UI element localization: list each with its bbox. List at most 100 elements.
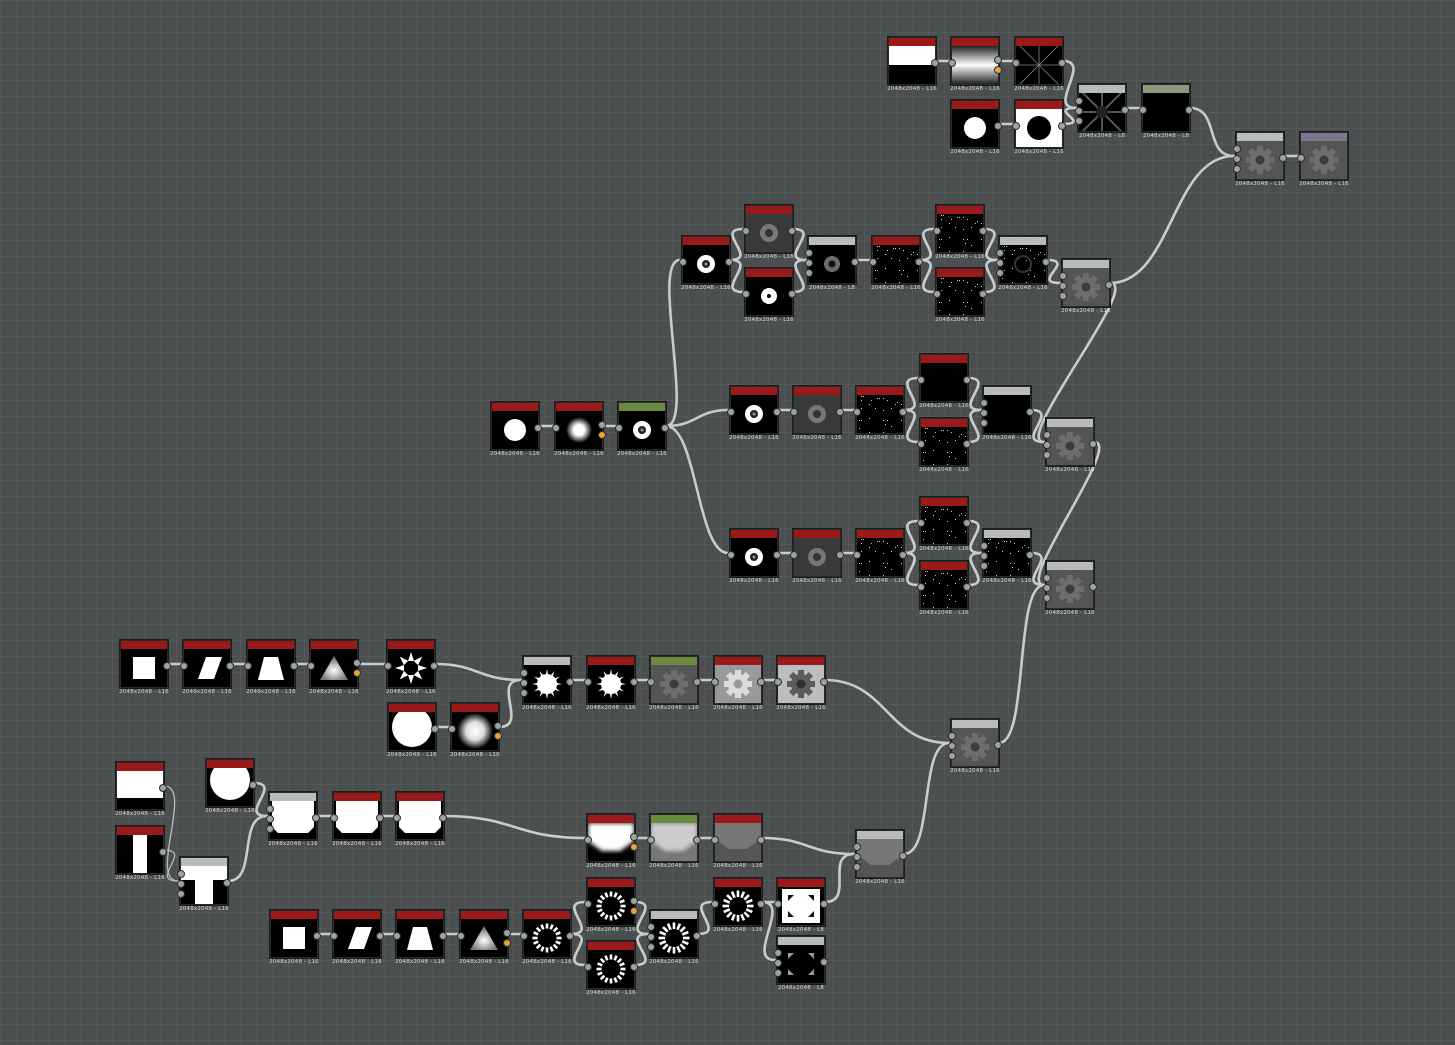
graph-node-n2[interactable]: 2048x2048 - L16 bbox=[948, 37, 1002, 92]
input-port[interactable] bbox=[933, 290, 941, 298]
graph-node-g5[interactable]: 2048x2048 - L16 bbox=[384, 640, 438, 695]
graph-node-b4[interactable]: 2048x2048 - L16 bbox=[177, 857, 231, 912]
output-port[interactable] bbox=[313, 932, 321, 940]
input-port[interactable] bbox=[917, 519, 925, 527]
output-port[interactable] bbox=[899, 408, 907, 416]
output-port-alt[interactable] bbox=[494, 732, 502, 740]
graph-node-c10[interactable]: 2048x2048 - L8 bbox=[774, 878, 828, 933]
node-header[interactable] bbox=[921, 562, 967, 570]
graph-node-g7[interactable]: 2048x2048 - L16 bbox=[448, 703, 502, 758]
node-header[interactable] bbox=[921, 419, 967, 427]
input-port[interactable] bbox=[980, 542, 988, 550]
node-header[interactable] bbox=[937, 269, 983, 277]
graph-node-n6[interactable]: 2048x2048 - L8 bbox=[1075, 84, 1129, 139]
graph-node-b2[interactable]: 2048x2048 - L16 bbox=[115, 826, 167, 881]
input-port[interactable] bbox=[1233, 155, 1241, 163]
node-header[interactable] bbox=[207, 760, 253, 768]
node-header[interactable] bbox=[270, 793, 316, 801]
input-port[interactable] bbox=[727, 408, 735, 416]
node-header[interactable] bbox=[397, 911, 443, 919]
input-port[interactable] bbox=[1233, 145, 1241, 153]
graph-node-m9[interactable]: 2048x2048 - L16 bbox=[980, 386, 1034, 441]
node-header[interactable] bbox=[731, 387, 777, 395]
input-port[interactable] bbox=[711, 900, 719, 908]
node-header[interactable] bbox=[588, 815, 634, 823]
input-port[interactable] bbox=[1059, 272, 1067, 280]
output-port[interactable] bbox=[223, 879, 231, 887]
graph-node-g12[interactable]: 2048x2048 - L16 bbox=[774, 656, 828, 711]
graph-node-r9[interactable]: 2048x2048 - L16 bbox=[1059, 259, 1113, 314]
output-port[interactable] bbox=[159, 784, 167, 792]
graph-node-c1[interactable]: 2048x2048 - L16 bbox=[269, 910, 321, 965]
input-port[interactable] bbox=[520, 669, 528, 677]
graph-node-c6[interactable]: 2048x2048 - L16 bbox=[584, 878, 638, 933]
input-port[interactable] bbox=[180, 662, 188, 670]
graph-node-g3[interactable]: 2048x2048 - L16 bbox=[244, 640, 298, 695]
input-port[interactable] bbox=[393, 932, 401, 940]
input-port[interactable] bbox=[330, 932, 338, 940]
input-port[interactable] bbox=[266, 825, 274, 833]
input-port[interactable] bbox=[584, 900, 592, 908]
graph-node-m10[interactable]: 2048x2048 - L16 bbox=[1043, 418, 1097, 473]
node-header[interactable] bbox=[397, 793, 443, 801]
input-port[interactable] bbox=[1139, 106, 1147, 114]
input-port[interactable] bbox=[790, 408, 798, 416]
output-port[interactable] bbox=[566, 678, 574, 686]
output-port[interactable] bbox=[598, 421, 606, 429]
node-header[interactable] bbox=[388, 641, 434, 649]
graph-node-r7[interactable]: 2048x2048 - L16 bbox=[933, 268, 987, 323]
graph-node-r2[interactable]: 2048x2048 - L16 bbox=[742, 205, 796, 260]
graph-node-b10[interactable]: 2048x2048 - L16 bbox=[711, 814, 765, 869]
input-port[interactable] bbox=[980, 552, 988, 560]
graph-node-c3[interactable]: 2048x2048 - L16 bbox=[393, 910, 447, 965]
output-port[interactable] bbox=[979, 227, 987, 235]
node-header[interactable] bbox=[389, 704, 435, 712]
node-header[interactable] bbox=[271, 911, 317, 919]
graph-node-b3[interactable]: 2048x2048 - L16 bbox=[205, 759, 257, 814]
input-port[interactable] bbox=[933, 227, 941, 235]
output-port[interactable] bbox=[226, 662, 234, 670]
node-header[interactable] bbox=[556, 403, 602, 411]
node-header[interactable] bbox=[1047, 419, 1093, 427]
input-port[interactable] bbox=[647, 943, 655, 951]
output-port[interactable] bbox=[963, 583, 971, 591]
input-port[interactable] bbox=[266, 805, 274, 813]
input-port[interactable] bbox=[1075, 97, 1083, 105]
node-header[interactable] bbox=[778, 657, 824, 665]
output-port[interactable] bbox=[630, 833, 638, 841]
output-port[interactable] bbox=[1058, 122, 1066, 130]
input-port[interactable] bbox=[393, 814, 401, 822]
output-port[interactable] bbox=[661, 424, 669, 432]
output-port-alt[interactable] bbox=[994, 66, 1002, 74]
node-header[interactable] bbox=[181, 858, 227, 866]
node-header[interactable] bbox=[1301, 133, 1347, 141]
input-port[interactable] bbox=[853, 408, 861, 416]
node-header[interactable] bbox=[952, 101, 998, 109]
output-port[interactable] bbox=[773, 551, 781, 559]
node-header[interactable] bbox=[857, 530, 903, 538]
output-port[interactable] bbox=[1089, 440, 1097, 448]
node-header[interactable] bbox=[794, 530, 840, 538]
output-port[interactable] bbox=[773, 408, 781, 416]
graph-node-m8[interactable]: 2048x2048 - L16 bbox=[917, 418, 971, 473]
input-port[interactable] bbox=[948, 59, 956, 67]
node-header[interactable] bbox=[452, 704, 498, 712]
input-port[interactable] bbox=[805, 269, 813, 277]
graph-node-n5[interactable]: 2048x2048 - L16 bbox=[1012, 100, 1066, 155]
input-port[interactable] bbox=[1075, 117, 1083, 125]
graph-node-c4[interactable]: 2048x2048 - L16 bbox=[457, 910, 511, 965]
input-port[interactable] bbox=[552, 424, 560, 432]
graph-node-b5[interactable]: 2048x2048 - L16 bbox=[266, 792, 320, 847]
input-port[interactable] bbox=[742, 290, 750, 298]
node-header[interactable] bbox=[746, 269, 792, 277]
node-header[interactable] bbox=[651, 657, 697, 665]
input-port[interactable] bbox=[853, 863, 861, 871]
output-port[interactable] bbox=[439, 814, 447, 822]
input-port[interactable] bbox=[384, 662, 392, 670]
output-port[interactable] bbox=[431, 725, 439, 733]
output-port-alt[interactable] bbox=[630, 843, 638, 851]
input-port[interactable] bbox=[711, 678, 719, 686]
graph-node-s1[interactable]: 2048x2048 - L16 bbox=[727, 529, 781, 584]
node-header[interactable] bbox=[1237, 133, 1283, 141]
output-port[interactable] bbox=[630, 897, 638, 905]
